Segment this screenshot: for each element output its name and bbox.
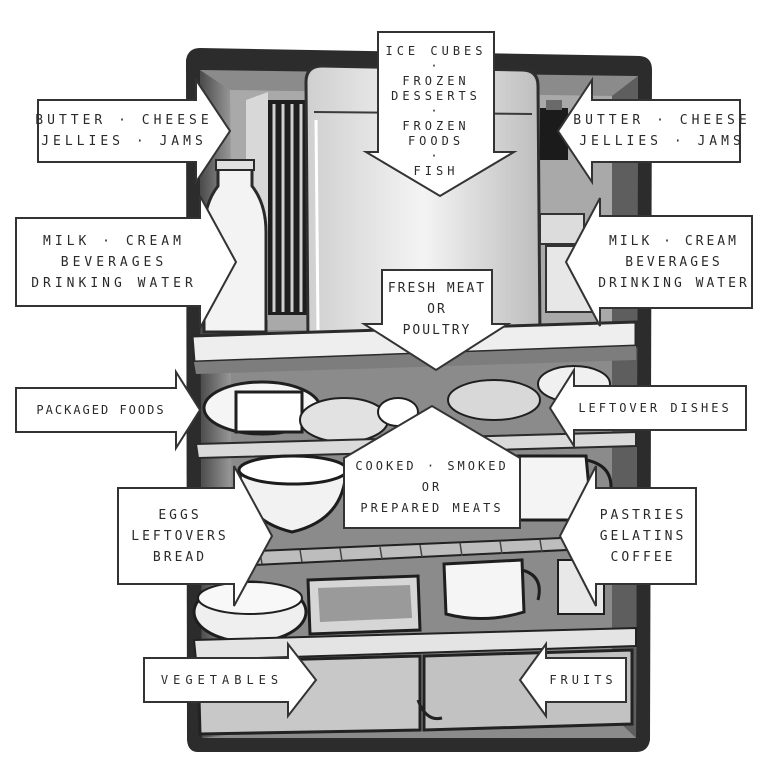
leftover-dishes-label: LEFTOVER DISHES bbox=[564, 390, 746, 426]
packaged-foods-label: PACKAGED FOODS bbox=[16, 392, 186, 428]
vegetables-label: VEGETABLES bbox=[144, 662, 300, 698]
fruits-label: FRUITS bbox=[540, 662, 626, 698]
